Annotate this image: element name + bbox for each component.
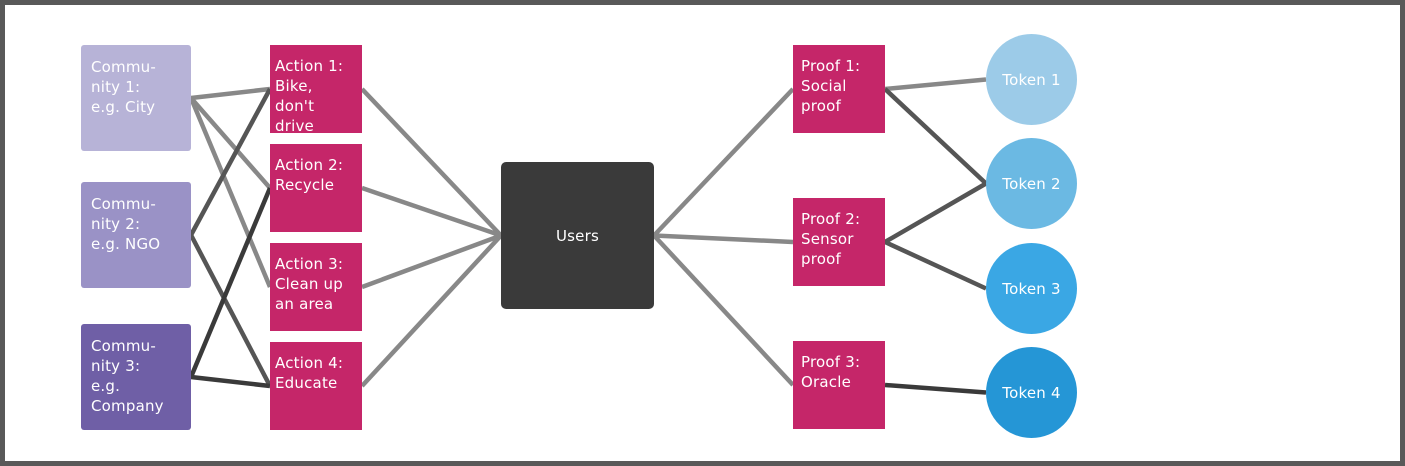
edge-proof-1-to-token-1 <box>884 77 987 92</box>
edge-proof-3-to-token-4 <box>884 382 987 395</box>
edge-users-to-proof-2 <box>653 233 794 245</box>
proof-2-label: Proof 2: Sensor proof <box>801 210 861 268</box>
token-3: Token 3 <box>986 243 1077 334</box>
community-1: Commu- nity 1: e.g. City <box>81 45 191 151</box>
edge-proof-1-to-token-2 <box>883 87 988 186</box>
edge-community-3-to-action-2 <box>188 187 273 378</box>
action-1-label: Action 1: Bike, don't drive <box>275 57 344 135</box>
token-1: Token 1 <box>986 34 1077 125</box>
edge-action-2-to-users <box>361 185 502 238</box>
community-3: Commu- nity 3: e.g. Company <box>81 324 191 430</box>
edge-action-4-to-users <box>360 233 503 388</box>
action-3: Action 3: Clean up an area <box>270 243 362 331</box>
proof-3-label: Proof 3: Oracle <box>801 353 861 391</box>
token-4: Token 4 <box>986 347 1077 438</box>
proof-3: Proof 3: Oracle <box>793 341 885 429</box>
edge-layer <box>188 77 988 395</box>
edge-users-to-proof-1 <box>652 87 795 238</box>
edge-community-1-to-action-2 <box>189 96 272 190</box>
edge-community-2-to-action-4 <box>189 233 272 388</box>
edge-community-2-to-action-1 <box>189 87 272 237</box>
action-3-label: Action 3: Clean up an area <box>275 255 344 313</box>
community-2-label: Commu- nity 2: e.g. NGO <box>91 195 161 253</box>
proof-1-label: Proof 1: Social proof <box>801 57 861 115</box>
users-label: Users <box>555 226 599 245</box>
token-2-label: Token 2 <box>1002 174 1061 193</box>
action-2-label: Action 2: Recycle <box>275 156 344 194</box>
community-3-label: Commu- nity 3: e.g. Company <box>91 337 164 415</box>
token-4-label: Token 4 <box>1002 383 1061 402</box>
action-1: Action 1: Bike, don't drive <box>270 45 362 135</box>
edge-proof-2-to-token-2 <box>883 181 988 244</box>
action-4-label: Action 4: Educate <box>275 354 344 392</box>
community-2: Commu- nity 2: e.g. NGO <box>81 182 191 288</box>
edge-users-to-proof-3 <box>652 233 795 387</box>
edge-community-1-to-action-3 <box>188 97 273 288</box>
community-1-label: Commu- nity 1: e.g. City <box>91 58 156 116</box>
token-2: Token 2 <box>986 138 1077 229</box>
token-1-label: Token 1 <box>1002 70 1061 89</box>
edge-action-1-to-users <box>360 87 503 238</box>
edge-community-1-to-action-1 <box>190 86 271 101</box>
proof-1: Proof 1: Social proof <box>793 45 885 133</box>
action-4: Action 4: Educate <box>270 342 362 430</box>
action-2: Action 2: Recycle <box>270 144 362 232</box>
edge-community-3-to-action-4 <box>190 374 271 389</box>
token-3-label: Token 3 <box>1002 279 1061 298</box>
edge-proof-2-to-token-3 <box>884 239 987 291</box>
users: Users <box>501 162 654 309</box>
proof-2: Proof 2: Sensor proof <box>793 198 885 286</box>
edge-action-3-to-users <box>361 233 502 290</box>
